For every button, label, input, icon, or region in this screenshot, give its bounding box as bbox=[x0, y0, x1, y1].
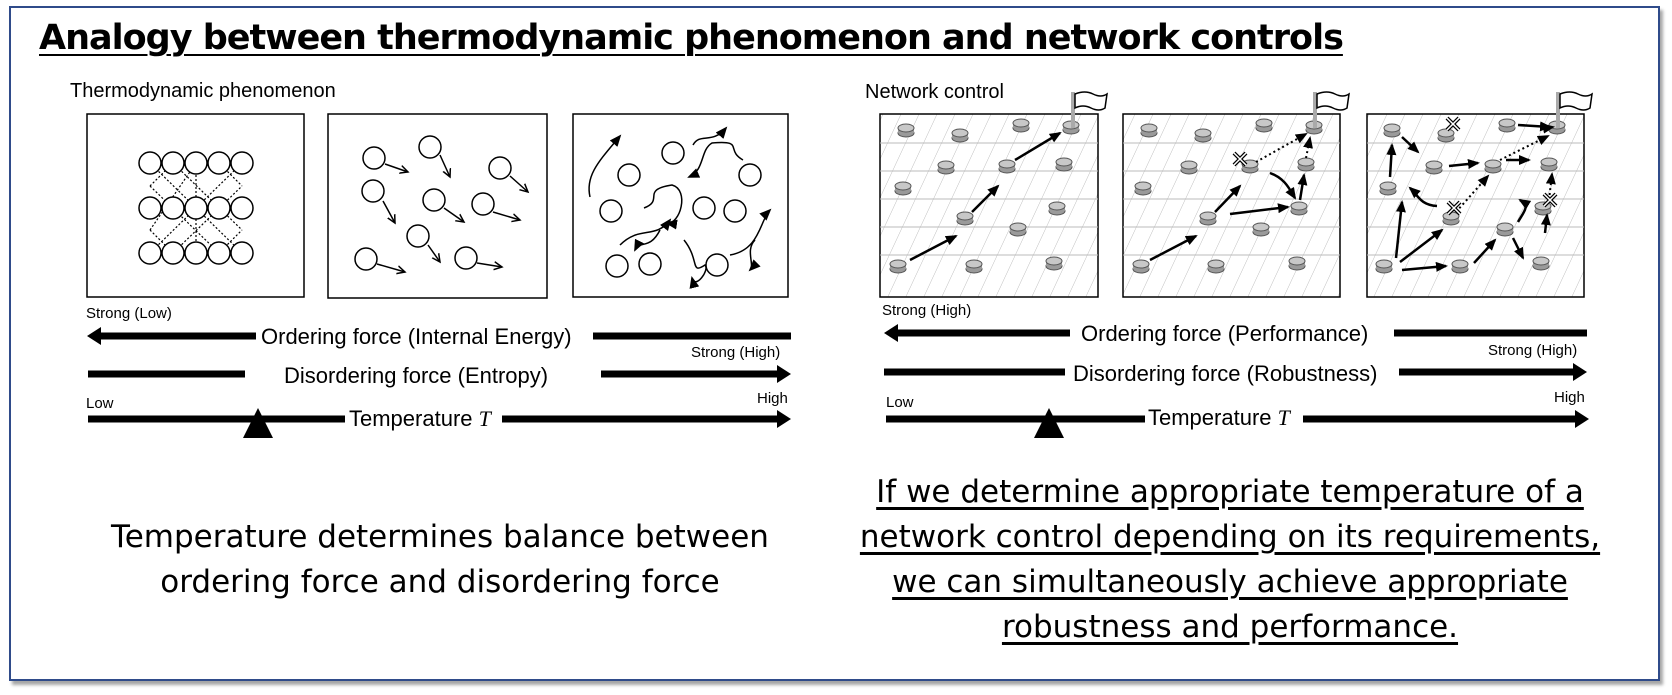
network-panel-random bbox=[1366, 91, 1593, 298]
right-strong-high-top-label: Strong (High) bbox=[882, 302, 972, 319]
left-ordering-label: Ordering force (Internal Energy) bbox=[261, 324, 572, 349]
right-caption-line-4: robustness and performance. bbox=[1001, 609, 1459, 645]
right-low-label: Low bbox=[886, 394, 914, 411]
liquid-panel bbox=[327, 113, 548, 299]
network-heading: Network control bbox=[865, 81, 1004, 103]
left-caption: Temperature determines balance between o… bbox=[60, 515, 820, 605]
right-temperature-label: Temperature T bbox=[1148, 405, 1290, 430]
left-ordering-bar bbox=[87, 327, 791, 345]
right-high-label: High bbox=[1554, 389, 1585, 406]
network-panel-mid bbox=[1122, 91, 1350, 298]
right-ordering-label: Ordering force (Performance) bbox=[1081, 321, 1369, 346]
thermo-heading: Thermodynamic phenomenon bbox=[70, 80, 336, 102]
right-temperature-symbol: T bbox=[1277, 405, 1290, 430]
left-strong-low-label: Strong (Low) bbox=[86, 305, 172, 322]
slide-title: Analogy between thermodynamic phenomenon… bbox=[39, 18, 1344, 58]
right-disordering-bar bbox=[884, 363, 1587, 381]
right-temperature-bar bbox=[886, 408, 1589, 438]
left-disordering-label: Disordering force (Entropy) bbox=[284, 363, 549, 388]
network-panel-ordered bbox=[879, 91, 1108, 298]
right-ordering-bar bbox=[884, 324, 1587, 342]
left-caption-line-2: ordering force and disordering force bbox=[160, 564, 720, 600]
left-disordering-bar bbox=[88, 365, 791, 383]
left-temperature-bar bbox=[88, 408, 791, 438]
left-low-label: Low bbox=[86, 395, 114, 412]
left-temperature-pointer bbox=[243, 408, 273, 438]
right-disordering-label: Disordering force (Robustness) bbox=[1073, 361, 1378, 386]
left-strong-high-label: Strong (High) bbox=[691, 344, 781, 361]
left-temperature-symbol: T bbox=[478, 406, 491, 431]
right-caption-line-2: network control depending on its require… bbox=[859, 519, 1601, 555]
left-caption-line-1: Temperature determines balance between bbox=[111, 519, 769, 555]
right-caption: If we determine appropriate temperature … bbox=[850, 470, 1610, 650]
left-temperature-label: Temperature T bbox=[349, 406, 491, 431]
crystal-panel bbox=[86, 113, 305, 298]
left-high-label: High bbox=[757, 390, 788, 407]
right-caption-line-3: we can simultaneously achieve appropriat… bbox=[892, 564, 1568, 600]
right-temperature-pointer bbox=[1034, 408, 1064, 438]
right-strong-high-mid-label: Strong (High) bbox=[1488, 342, 1578, 359]
right-caption-line-1: If we determine appropriate temperature … bbox=[876, 474, 1584, 510]
gas-panel bbox=[572, 113, 789, 298]
